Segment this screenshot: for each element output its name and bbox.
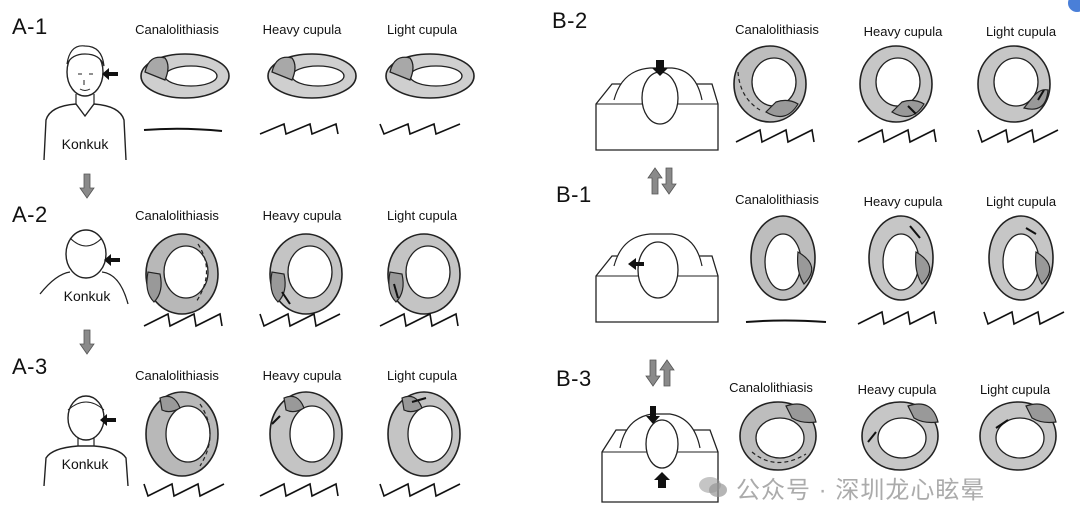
patient-supine-figure [595,233,719,323]
wechat-icon [699,477,727,497]
left-arrow-icon [100,414,116,426]
canal-model-flat [385,53,475,99]
patient-supine-figure [601,406,719,503]
nystagmus-trace-flat [745,319,827,323]
nystagmus-trace-zigzag [977,128,1059,144]
col-light-b2: Light cupula [985,24,1057,39]
nystagmus-trace-zigzag [259,312,341,328]
panel-label-a3: A-3 [12,354,48,379]
canal-model-ring [387,233,461,315]
col-light-a1: Light cupula [386,22,458,37]
nystagmus-trace-zigzag [379,482,461,498]
nystagmus-trace-zigzag [983,310,1065,326]
up-down-arrows-icon [647,167,677,195]
canal-model-ring [868,215,934,301]
nystagmus-trace-zigzag [259,482,339,498]
canal-model-ring [269,233,343,315]
panel-label-b2: B-2 [552,8,588,33]
figure-label-a3: Konkuk [61,456,109,472]
col-heavy-b3: Heavy cupula [857,382,937,397]
col-heavy-a3: Heavy cupula [262,368,342,383]
panel-label-b3: B-3 [556,366,592,391]
panel-label-a2: A-2 [12,202,48,227]
canal-model-ring [733,45,807,123]
nystagmus-trace-zigzag [735,128,815,144]
canal-model-ring [269,391,343,477]
watermark-text: 公众号 · 深圳龙心眩晕 [736,476,986,504]
figure-label-a1: Konkuk [61,136,109,152]
panel-label-a1: A-1 [12,14,48,39]
col-light-b1: Light cupula [985,194,1057,209]
canal-model-ring [145,233,219,315]
col-canalolithiasis-b1: Canalolithiasis [735,192,819,207]
person-top-figure [39,229,129,305]
canal-model-ring [861,401,939,471]
canal-model-ring [145,391,219,477]
col-heavy-a1: Heavy cupula [262,22,342,37]
nystagmus-trace-zigzag [857,310,937,326]
figure-label-a2: Konkuk [63,288,111,304]
canal-model-ring [859,45,933,123]
up-down-arrows-icon [645,359,675,387]
nystagmus-trace-zigzag [379,312,459,328]
col-canalolithiasis-b3: Canalolithiasis [729,380,813,395]
notification-badge [1068,0,1080,12]
col-light-a3: Light cupula [386,368,458,383]
person-rear-figure [43,395,129,487]
col-canalolithiasis-a2: Canalolithiasis [135,208,219,223]
col-heavy-a2: Heavy cupula [262,208,342,223]
panel-label-b1: B-1 [556,182,592,207]
col-heavy-b2: Heavy cupula [863,24,943,39]
col-heavy-b1: Heavy cupula [863,194,943,209]
canal-model-ring [750,215,816,301]
left-arrow-icon [102,68,118,80]
canal-model-ring [739,401,817,471]
nystagmus-trace-zigzag [259,122,339,136]
nystagmus-trace-zigzag [143,312,223,328]
col-light-a2: Light cupula [386,208,458,223]
nystagmus-trace-zigzag [143,482,225,498]
canal-model-ring [977,45,1051,123]
nystagmus-trace-zigzag [857,128,937,144]
canal-model-ring [988,215,1054,301]
canal-model-flat [140,53,230,99]
down-arrow-icon [79,173,95,199]
down-arrow-icon [79,329,95,355]
patient-supine-figure [595,60,719,151]
col-canalolithiasis-a3: Canalolithiasis [135,368,219,383]
canal-model-ring [979,401,1057,471]
left-arrow-icon [104,254,120,266]
canal-model-ring [387,391,461,477]
nystagmus-trace-flat [143,127,223,132]
col-canalolithiasis-a1: Canalolithiasis [135,22,219,37]
nystagmus-trace-zigzag [379,122,461,136]
person-front-figure [43,45,127,161]
col-canalolithiasis-b2: Canalolithiasis [735,22,819,37]
col-light-b3: Light cupula [979,382,1051,397]
watermark: 公众号 · 深圳龙心眩晕 [698,470,1058,504]
canal-model-flat [267,53,357,99]
